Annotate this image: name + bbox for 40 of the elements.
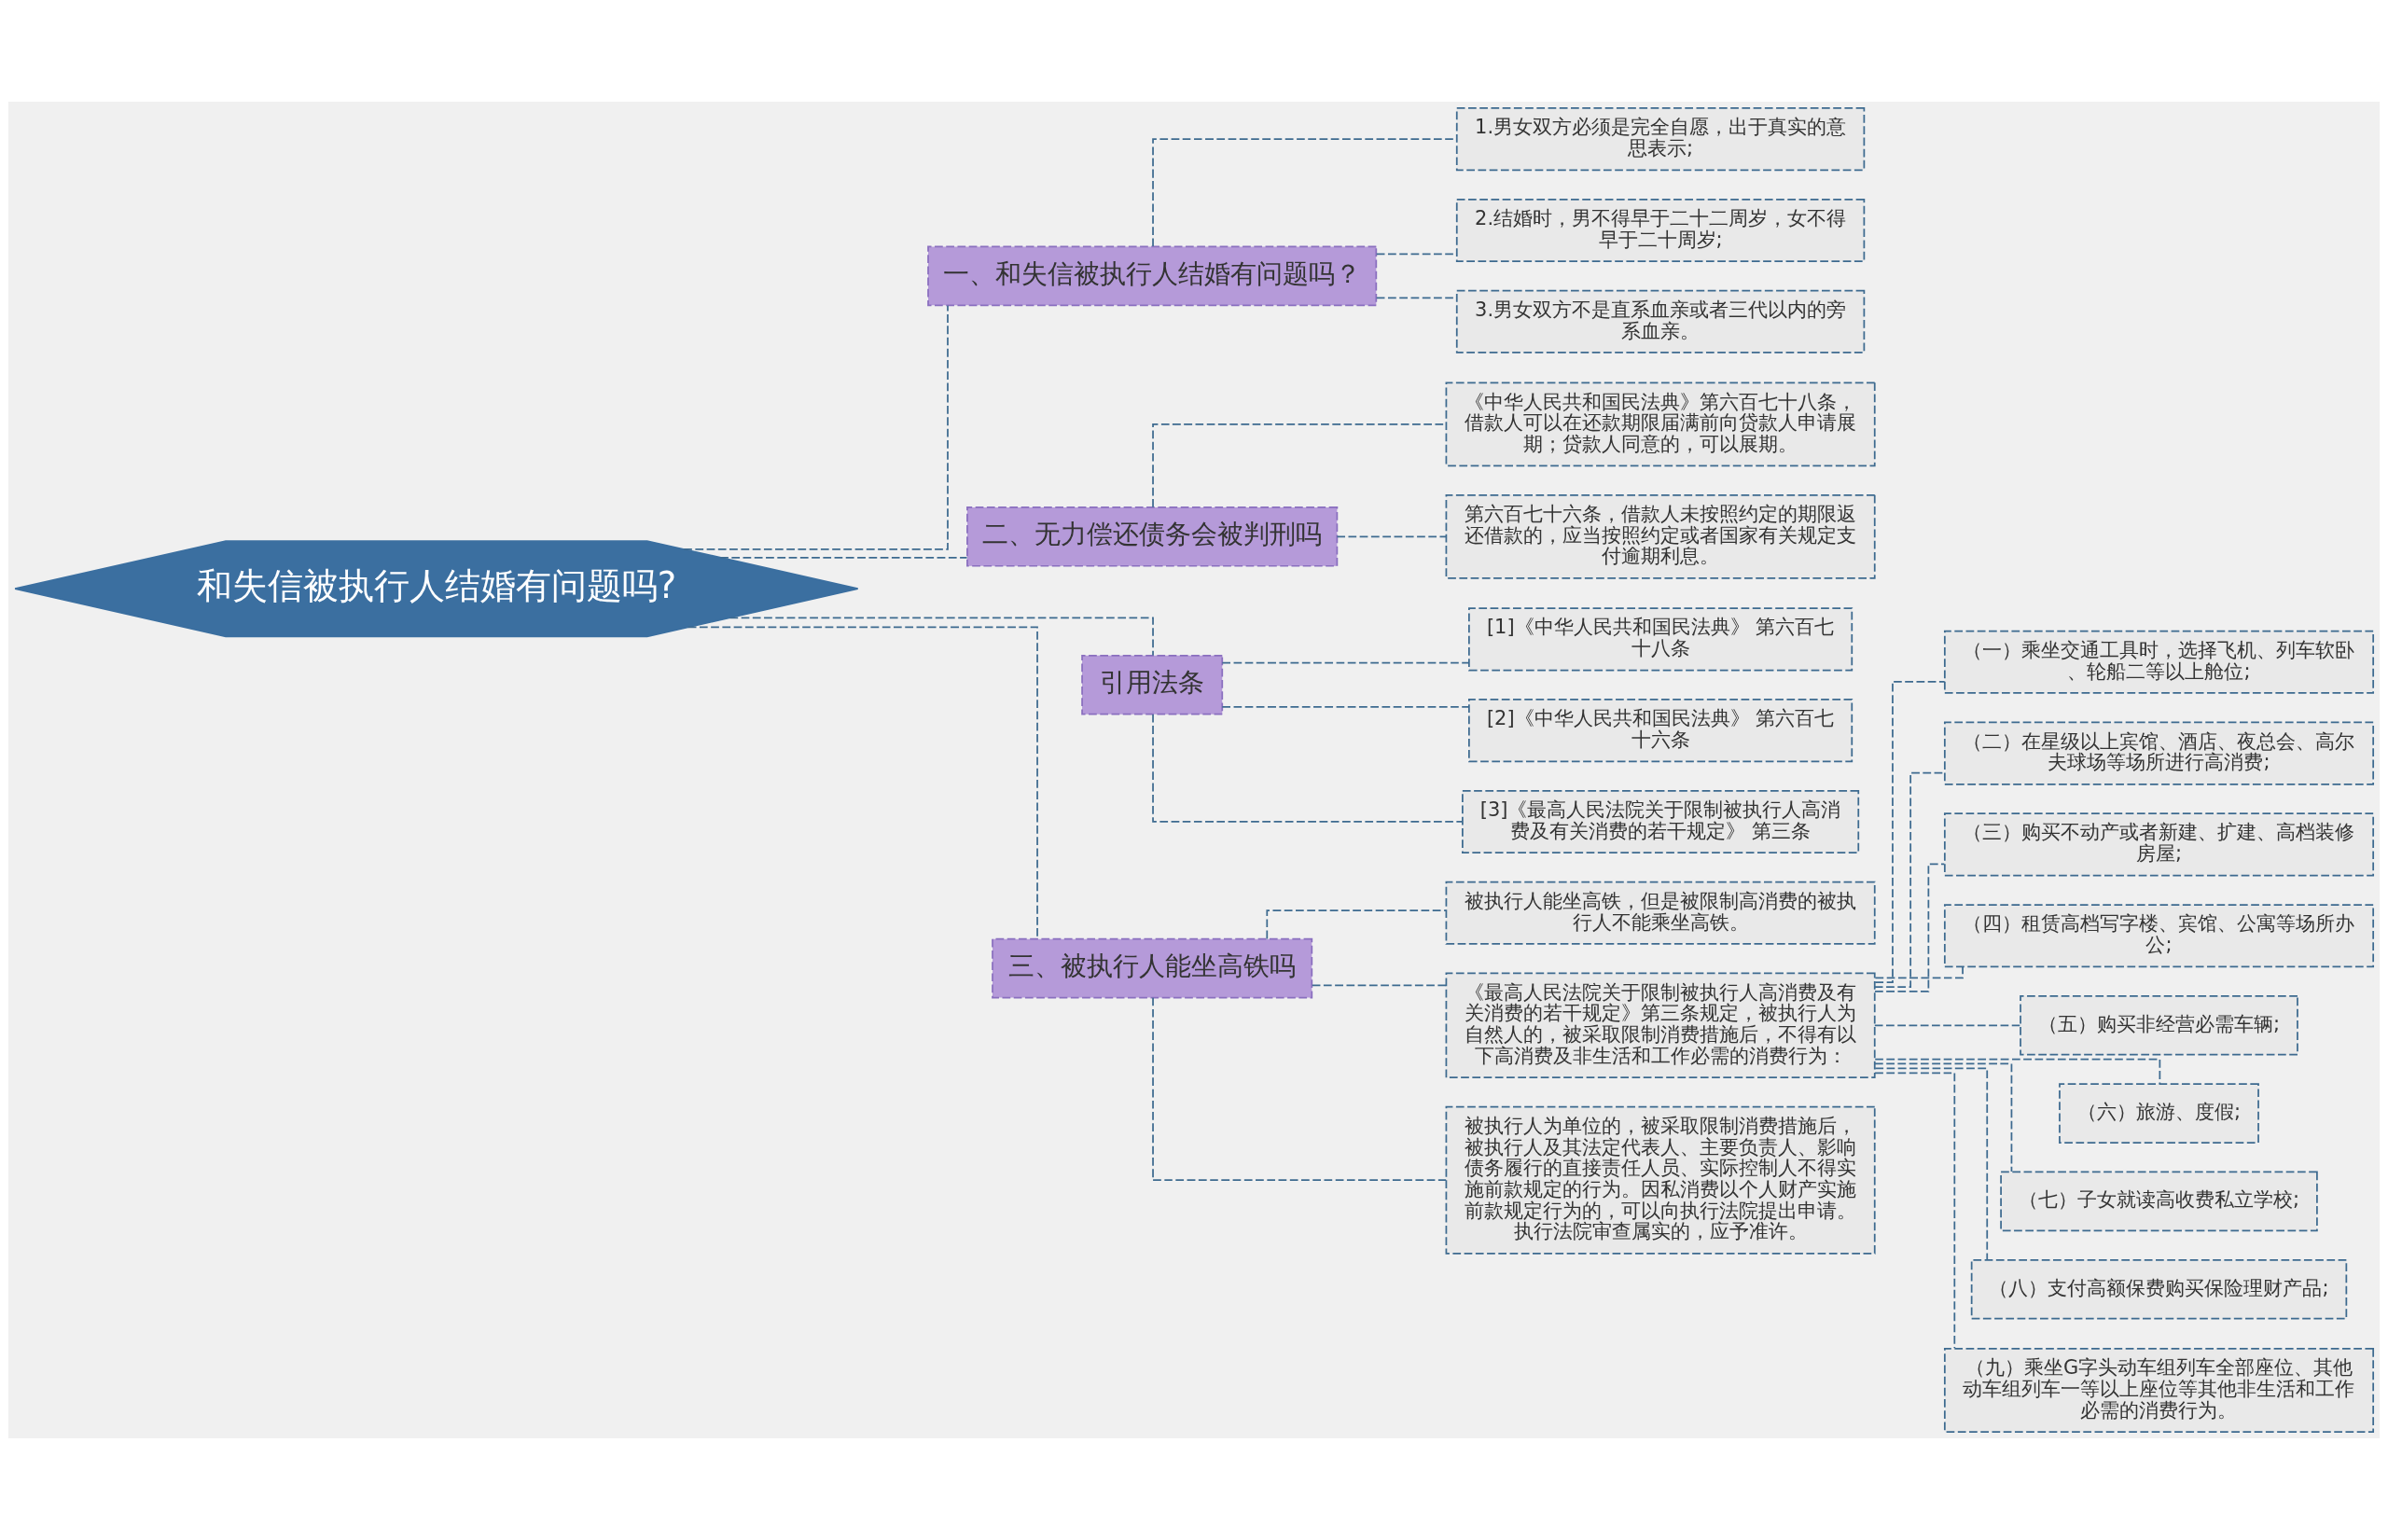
connector <box>1874 680 1946 984</box>
connector <box>1152 714 1464 823</box>
node-box: 二、无力偿还债务会被判刑吗 <box>966 506 1339 567</box>
connector <box>1152 996 1448 1182</box>
node-box: 3.男女双方不是直系血亲或者三代以内的旁系血亲。 <box>1455 289 1866 354</box>
node-box: （九）乘坐G字头动车组列车全部座位、其他动车组列车一等以上座位等其他非生活和工作必需的消费行为。 <box>1943 1348 2375 1433</box>
connector <box>1311 984 1448 987</box>
node-box: （七）子女就读高收费私立学校; <box>2000 1171 2318 1232</box>
connector <box>1874 1072 1956 1350</box>
connector <box>1336 535 1447 538</box>
connector <box>719 556 968 559</box>
connector <box>1874 965 1964 979</box>
node-box: （六）旅游、度假; <box>2059 1083 2259 1144</box>
node-box: （四）租赁高档写字楼、宾馆、公寓等场所办公; <box>1943 904 2375 968</box>
connector <box>1221 661 1470 664</box>
node-box: 被执行人能坐高铁，但是被限制高消费的被执行人不能乘坐高铁。 <box>1445 881 1876 945</box>
connector <box>1874 1067 1989 1261</box>
connector <box>729 617 1154 657</box>
node-box: [2]《中华人民共和国民法典》 第六百七十六条 <box>1468 699 1853 763</box>
connector <box>1873 1062 2013 1172</box>
node-box: 1.男女双方必须是完全自愿，出于真实的意思表示; <box>1455 107 1866 172</box>
connector <box>1221 705 1470 708</box>
node-box: （一）乘坐交通工具时，选择飞机、列车软卧、轮船二等以上舱位; <box>1943 630 2375 694</box>
connector <box>683 304 949 550</box>
node-box: 2.结婚时，男不得早于二十二周岁，女不得早于二十周岁; <box>1455 198 1866 263</box>
node-box: 《最高人民法院关于限制被执行人高消费及有关消费的若干规定》第三条规定，被执行人为自然人的，被采取限制消费措施后，不得有以下高消费及非生活和工作必需的消费行为： <box>1445 972 1876 1079</box>
connector <box>1874 863 1946 992</box>
node-box: （八）支付高额保费购买保险理财产品; <box>1970 1258 2348 1320</box>
node-box: 被执行人为单位的，被采取限制消费措施后，被执行人及其法定代表人、主要负责人、影响债务履行的直接责任人员、实际控制人不得实施前款规定的行为。因私消费以个人财产实施前款规定行为的，可以向执行法院提出申请。执行法院审查属实的，应予准许。 <box>1445 1105 1876 1255</box>
node-box: [3]《最高人民法院关于限制被执行人高消费及有关消费的若干规定》 第三条 <box>1462 789 1860 853</box>
node-box: （三）购买不动产或者新建、扩建、高档装修房屋; <box>1943 812 2375 877</box>
node-box: 一、和失信被执行人结婚有问题吗？ <box>927 245 1378 307</box>
node-box: 引用法条 <box>1081 654 1224 715</box>
node-box: （五）购买非经营必需车辆; <box>2020 994 2298 1056</box>
connector <box>1873 1024 2021 1027</box>
node-box: 三、被执行人能坐高铁吗 <box>992 937 1313 999</box>
node-box: 第六百七十六条，借款人未按照约定的期限返还借款的，应当按照约定或者国家有关规定支付逾期利息。 <box>1445 493 1876 579</box>
node-box: （二）在星级以上宾馆、酒店、夜总会、高尔夫球场等场所进行高消费; <box>1943 721 2375 785</box>
node-box: [1]《中华人民共和国民法典》 第六百七十八条 <box>1468 607 1853 672</box>
node-box: 《中华人民共和国民法典》第六百七十八条，借款人可以在还款期限届满前向贷款人申请展期；贷款人同意的，可以展期。 <box>1445 382 1876 467</box>
